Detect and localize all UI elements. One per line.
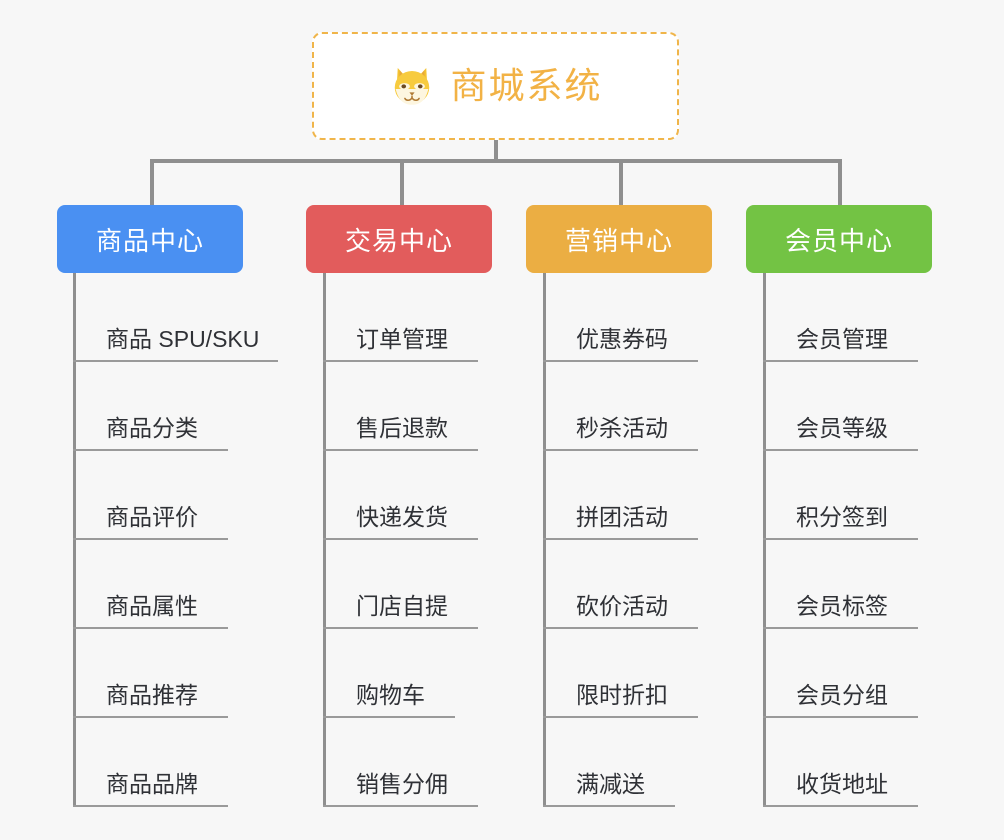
leaf-label: 快递发货 [356, 503, 448, 530]
leaf-label: 满减送 [576, 770, 645, 797]
leaf-item[interactable]: 销售分佣 [323, 718, 478, 807]
category-box-4[interactable]: 会员中心 [746, 205, 932, 273]
leaf-trunk-line [543, 273, 546, 807]
leaf-item[interactable]: 限时折扣 [543, 629, 698, 718]
leaf-label: 优惠券码 [576, 325, 668, 352]
leaf-item[interactable]: 优惠券码 [543, 273, 698, 362]
leaf-label: 购物车 [356, 681, 425, 708]
root-title: 商城系统 [450, 65, 603, 106]
category-label: 商品中心 [95, 225, 204, 256]
leaf-column-3: 优惠券码秒杀活动拼团活动砍价活动限时折扣满减送 [543, 273, 698, 807]
branch-connector-4 [838, 159, 842, 207]
leaf-item[interactable]: 商品 SPU/SKU [73, 273, 278, 362]
leaf-column-1: 商品 SPU/SKU 商品分类商品评价商品属性商品推荐商品品牌 [73, 273, 278, 807]
leaf-item[interactable]: 积分签到 [763, 451, 918, 540]
leaf-item[interactable]: 秒杀活动 [543, 362, 698, 451]
leaf-label: 会员分组 [796, 681, 888, 708]
category-label: 会员中心 [784, 225, 893, 256]
category-label: 营销中心 [564, 225, 673, 256]
category-box-3[interactable]: 营销中心 [526, 205, 712, 273]
leaf-item[interactable]: 满减送 [543, 718, 675, 807]
leaf-label: 售后退款 [356, 414, 448, 441]
root-connector-bus [150, 159, 838, 163]
leaf-label: 商品分类 [106, 414, 198, 441]
leaf-item[interactable]: 门店自提 [323, 540, 478, 629]
leaf-item[interactable]: 会员分组 [763, 629, 918, 718]
leaf-label: 商品属性 [106, 592, 198, 619]
leaf-item[interactable]: 商品评价 [73, 451, 228, 540]
leaf-item[interactable]: 会员标签 [763, 540, 918, 629]
leaf-item[interactable]: 商品推荐 [73, 629, 228, 718]
leaf-item[interactable]: 商品品牌 [73, 718, 228, 807]
leaf-trunk-line [323, 273, 326, 807]
leaf-label: 销售分佣 [356, 770, 448, 797]
leaf-label: 商品推荐 [106, 681, 198, 708]
leaf-label: 商品评价 [106, 503, 198, 530]
leaf-item[interactable]: 售后退款 [323, 362, 478, 451]
shiba-dog-icon [395, 68, 430, 105]
leaf-item[interactable]: 砍价活动 [543, 540, 698, 629]
leaf-item[interactable]: 会员管理 [763, 273, 918, 362]
leaf-label: 拼团活动 [576, 503, 668, 530]
leaf-label: 商品 SPU/SKU [106, 325, 260, 352]
category-box-2[interactable]: 交易中心 [306, 205, 492, 273]
leaf-item[interactable]: 快递发货 [323, 451, 478, 540]
leaf-label: 收货地址 [796, 770, 888, 797]
leaf-label: 秒杀活动 [576, 414, 668, 441]
leaf-item[interactable]: 收货地址 [763, 718, 918, 807]
root-node[interactable]: 商城系统 [312, 32, 679, 140]
category-label: 交易中心 [344, 225, 453, 256]
branch-connector-1 [150, 159, 154, 207]
leaf-item[interactable]: 订单管理 [323, 273, 478, 362]
leaf-label: 砍价活动 [576, 592, 668, 619]
leaf-trunk-line [73, 273, 76, 807]
leaf-label: 商品品牌 [106, 770, 198, 797]
leaf-label: 限时折扣 [576, 681, 668, 708]
leaf-label: 会员标签 [796, 592, 888, 619]
branch-connector-3 [619, 159, 623, 207]
leaf-label: 订单管理 [356, 325, 448, 352]
leaf-item[interactable]: 商品分类 [73, 362, 228, 451]
leaf-item[interactable]: 购物车 [323, 629, 455, 718]
leaf-item[interactable]: 商品属性 [73, 540, 228, 629]
leaf-item[interactable]: 拼团活动 [543, 451, 698, 540]
leaf-label: 积分签到 [796, 503, 888, 530]
leaf-item[interactable]: 会员等级 [763, 362, 918, 451]
root-connector-stem [494, 140, 498, 162]
leaf-label: 会员管理 [796, 325, 888, 352]
leaf-column-2: 订单管理售后退款快递发货门店自提购物车销售分佣 [323, 273, 478, 807]
leaf-label: 门店自提 [356, 592, 448, 619]
leaf-label: 会员等级 [796, 414, 888, 441]
leaf-trunk-line [763, 273, 766, 807]
category-box-1[interactable]: 商品中心 [57, 205, 243, 273]
branch-connector-2 [400, 159, 404, 207]
leaf-column-4: 会员管理会员等级积分签到会员标签会员分组收货地址 [763, 273, 918, 807]
